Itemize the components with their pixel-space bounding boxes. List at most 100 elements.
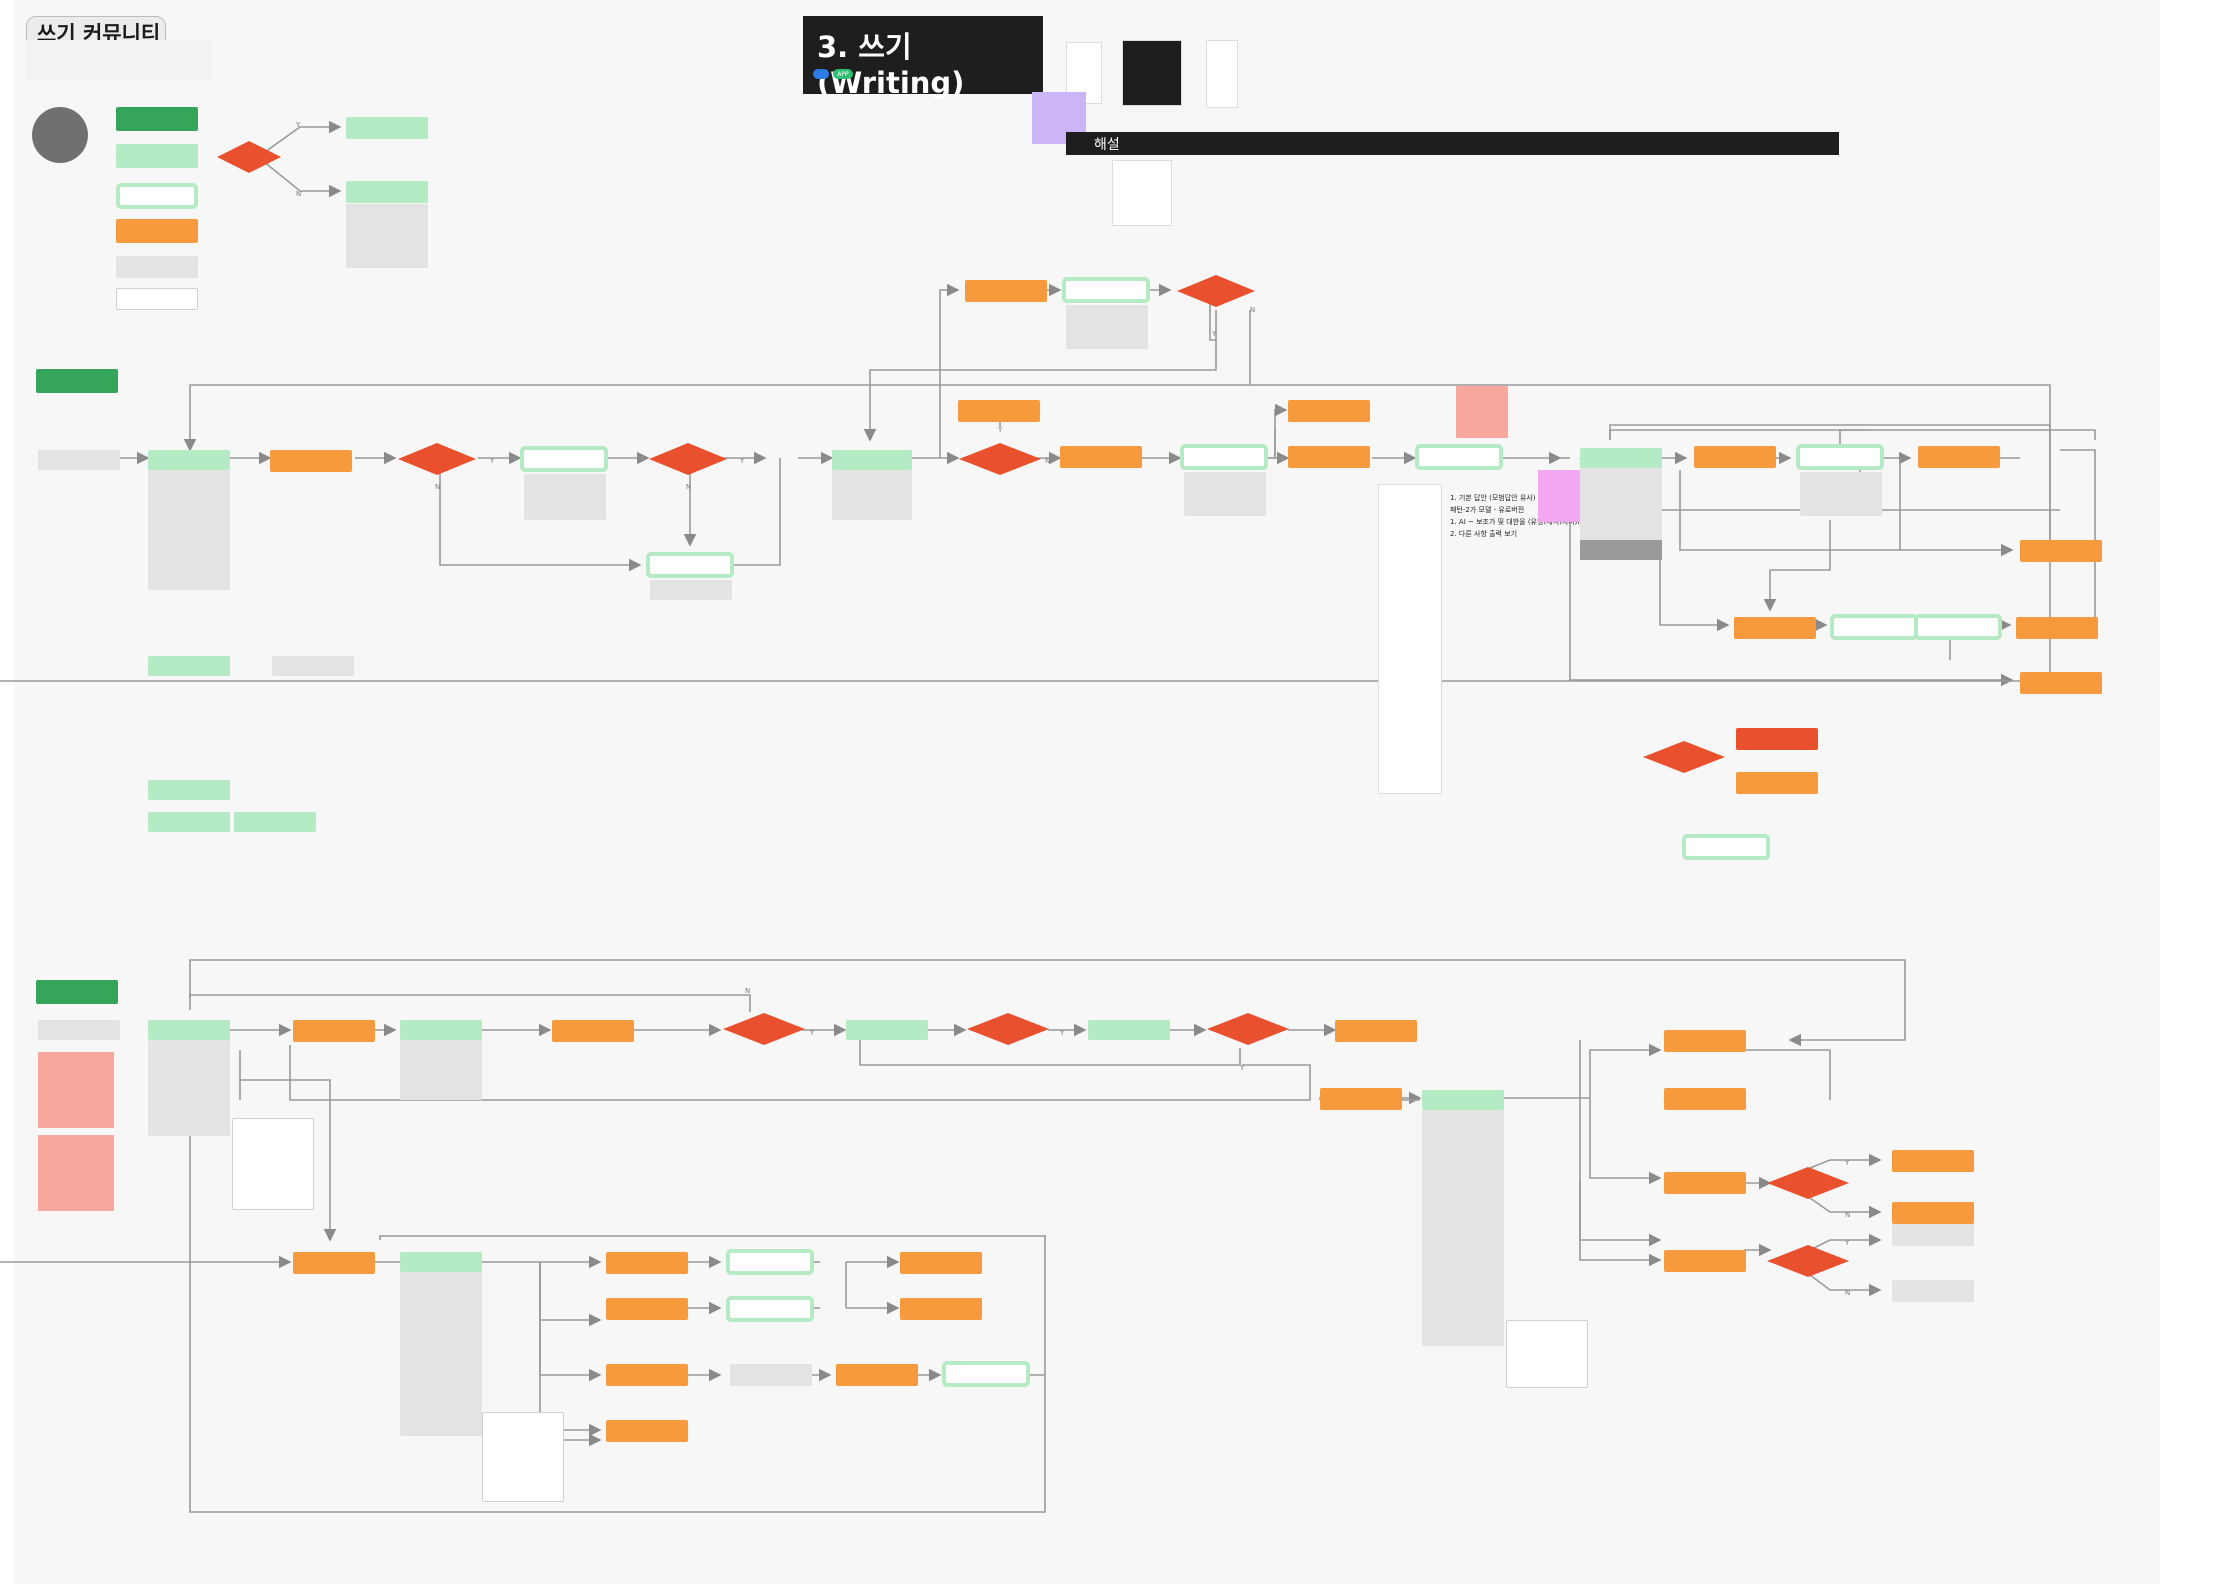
popup-node[interactable] [942,1361,1030,1387]
popup-node[interactable] [1796,444,1884,470]
decision-diamond [1766,1166,1850,1200]
popup-node[interactable] [1914,614,2002,640]
select-action[interactable] [270,450,352,472]
popup-node[interactable] [1830,614,1918,640]
category-options[interactable] [232,1118,314,1210]
branch-yes-label: Y [1239,1064,1245,1072]
branch-yes-label: Y [295,121,301,129]
compose-options[interactable] [482,1412,564,1502]
action-node[interactable] [1664,1088,1746,1110]
decision-diamond [966,1012,1050,1046]
result-page[interactable] [1088,1020,1170,1040]
action-node[interactable] [1664,1030,1746,1052]
action-node[interactable] [1736,772,1818,794]
decision-diamond [1766,1244,1850,1278]
writing-list-page[interactable] [148,450,230,470]
legend-no-node [346,181,428,203]
popup-node[interactable] [520,446,608,472]
branch-no-label: N [296,190,301,198]
popup-node[interactable] [726,1249,814,1275]
action-node[interactable] [2020,672,2102,694]
writing-title-block: 3. 쓰기(Writing) APP [803,16,1043,100]
action-node[interactable] [606,1298,688,1320]
action-node[interactable] [836,1364,918,1386]
gray-node [272,656,354,676]
action-node[interactable] [900,1298,982,1320]
action-node[interactable] [2020,540,2102,562]
compose-page[interactable] [400,1252,482,1272]
action-node[interactable] [900,1252,982,1274]
result-extra [1580,540,1662,560]
action-node[interactable] [293,1020,375,1042]
action-node[interactable] [1892,1150,1974,1172]
green-node [148,780,230,800]
result-page[interactable] [1580,448,1662,468]
legend-no-details [346,204,428,268]
branch-no-label: N [435,483,440,491]
community-list-page[interactable] [148,1020,230,1040]
popup-details [650,580,732,600]
note-first-line: 패턴-2가 모델 - 유로버전 [1450,506,1525,514]
action-node[interactable] [606,1252,688,1274]
action-node[interactable] [1918,446,2000,468]
sort-options[interactable] [1506,1320,1588,1388]
community-section-label [36,980,118,1004]
action-node[interactable] [1734,617,1816,639]
post-detail-page[interactable] [1422,1090,1504,1110]
branch-no-label: N [686,483,691,491]
note-item-1: 1. AI ~ 보조가 및 대한을 (유형(제시)지시)(필요)표현 ~ 다른(… [1450,518,1651,526]
action-node[interactable] [2016,617,2098,639]
writing-study-entry[interactable] [38,450,120,470]
action-node[interactable] [293,1252,375,1274]
gray-node [1892,1280,1974,1302]
branch-no-label: N [1845,1289,1850,1297]
pink-sticky-note [1456,386,1508,438]
action-node[interactable] [552,1020,634,1042]
post-detail-items [1422,1110,1504,1346]
popup-node[interactable] [1682,834,1770,860]
popup-details [1800,472,1882,516]
result-page-details [1580,468,1662,540]
compose-page-fields [400,1272,482,1436]
popup-details [524,474,606,520]
search-page[interactable] [400,1020,482,1040]
note-item-2: 2. 다른 사항 출력 보기 [1450,530,1518,538]
red-node [1736,728,1818,750]
problem-page[interactable] [832,450,912,470]
screen-thumbnail [1206,40,1238,108]
action-node[interactable] [1664,1250,1746,1272]
popup-node[interactable] [726,1296,814,1322]
action-node[interactable] [1320,1088,1402,1110]
action-node[interactable] [1288,400,1370,422]
community-entry[interactable] [38,1020,120,1040]
action-node[interactable] [1892,1202,1974,1224]
gray-node [730,1364,812,1386]
minimap-thumbnail [26,40,212,80]
popup-node[interactable] [1180,444,1268,470]
branch-no-label: N [1845,1211,1850,1219]
action-node[interactable] [965,280,1047,302]
decision-diamond [958,442,1041,476]
legend-section-node [116,144,198,168]
legend-page-node [116,107,198,131]
popup-node[interactable] [1062,277,1150,303]
writing-study-section-label [36,369,118,393]
decision-diamond [1206,1012,1290,1046]
legend-yes-node [346,117,428,139]
action-node[interactable] [606,1420,688,1442]
action-node[interactable] [1664,1172,1746,1194]
action-node[interactable] [606,1364,688,1386]
action-node[interactable] [1335,1020,1417,1042]
action-node[interactable] [958,400,1040,422]
result-page[interactable] [846,1020,928,1040]
action-node[interactable] [1694,446,1776,468]
popup-node[interactable] [646,552,734,578]
action-node[interactable] [1288,446,1370,468]
decision-diamond [722,1012,806,1046]
problem-page-details [832,470,912,520]
popup-node[interactable] [1415,444,1503,470]
branch-yes-label: Y [1844,1159,1850,1167]
legend-decision [1642,740,1725,774]
action-node[interactable] [1060,446,1142,468]
